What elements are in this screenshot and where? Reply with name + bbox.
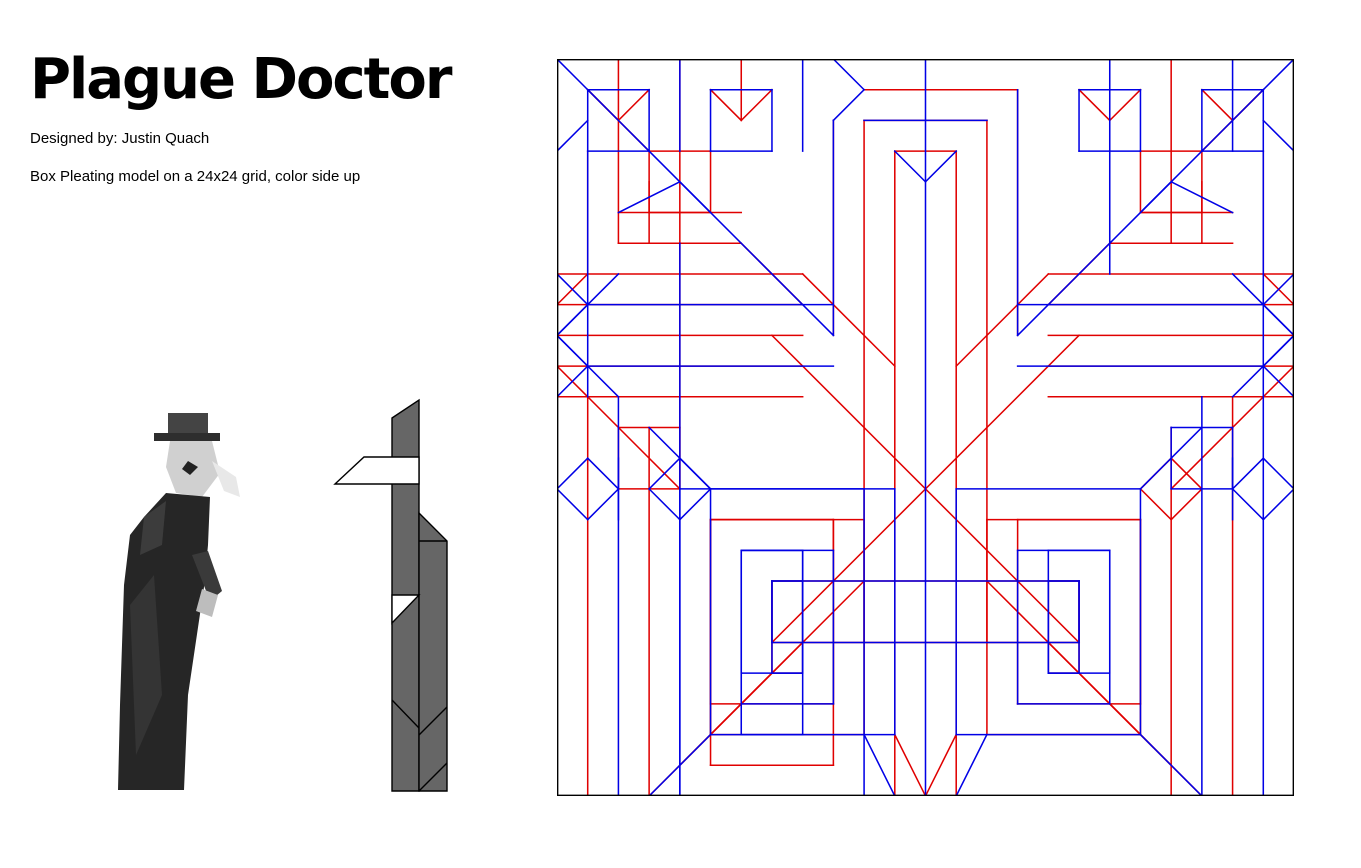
crease-line: [1140, 182, 1171, 213]
crease-line: [895, 735, 926, 796]
crease-line: [1171, 489, 1202, 520]
hat: [154, 413, 220, 441]
crease-line: [926, 151, 957, 182]
folded-base-diagram: [330, 395, 460, 795]
mask: [166, 441, 240, 497]
crease-line: [1140, 489, 1171, 520]
crease-line: [956, 735, 987, 796]
crease-line: [618, 90, 649, 121]
crease-line: [557, 59, 588, 90]
cloak: [118, 493, 222, 790]
crease-line: [680, 182, 711, 213]
crease-line: [803, 274, 895, 366]
designer-credit: Designed by: Justin Quach: [30, 130, 209, 147]
crease-line: [1171, 397, 1263, 489]
crease-line: [1263, 59, 1294, 90]
crease-line: [833, 59, 864, 90]
crease-line: [1202, 90, 1233, 121]
base-shape: [335, 400, 447, 791]
crease-line: [588, 397, 680, 489]
crease-line: [1263, 489, 1294, 520]
crease-line: [1233, 458, 1264, 489]
crease-line: [833, 90, 864, 121]
crease-line: [1263, 120, 1294, 151]
crease-line: [926, 735, 957, 796]
page-title: Plague Doctor: [30, 52, 450, 108]
crease-line: [680, 489, 711, 520]
crease-line: [557, 458, 588, 489]
crease-line: [1079, 90, 1110, 121]
crease-line: [588, 489, 619, 520]
crease-line: [1233, 489, 1264, 520]
model-description: Box Pleating model on a 24x24 grid, colo…: [30, 168, 360, 185]
crease-line: [557, 120, 588, 151]
crease-line: [741, 90, 772, 121]
crease-line: [1110, 90, 1141, 121]
folded-model-photo: [100, 405, 260, 795]
crease-line: [895, 151, 926, 182]
crease-line: [1263, 458, 1294, 489]
crease-line: [588, 458, 619, 489]
crease-line: [649, 489, 680, 520]
crease-line: [956, 274, 1048, 366]
crease-line: [864, 735, 895, 796]
crease-pattern: [557, 59, 1294, 796]
crease-line: [711, 90, 742, 121]
crease-line: [557, 489, 588, 520]
